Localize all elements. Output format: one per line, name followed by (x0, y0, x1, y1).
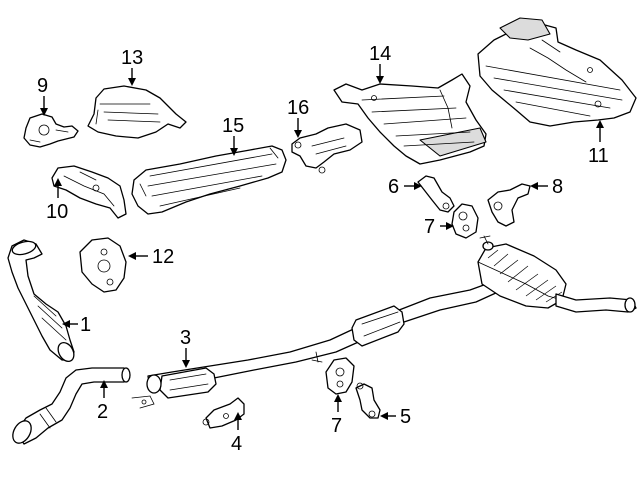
callout-4: 4 (231, 433, 242, 455)
callout-9: 9 (37, 75, 48, 97)
part-1-catalytic-converter[interactable] (7, 239, 77, 364)
callout-2: 2 (97, 401, 108, 423)
part-6-hanger[interactable] (417, 175, 455, 213)
callout-6: 6 (388, 176, 399, 198)
callout-11: 13 (121, 47, 143, 69)
part-5-hanger[interactable] (355, 382, 381, 419)
callout-16: 11 (588, 145, 609, 167)
part-10-bracket[interactable] (51, 165, 127, 219)
part-12-bracket[interactable] (79, 237, 127, 293)
callout-7-lower: 7 (331, 415, 342, 437)
callout-13: 15 (222, 115, 244, 137)
part-13-heat-shield[interactable] (131, 145, 287, 215)
part-14-bracket[interactable] (291, 123, 363, 174)
part-8-hanger[interactable] (487, 183, 531, 227)
part-11-heat-shield[interactable] (87, 85, 187, 139)
callout-8: 8 (552, 176, 563, 198)
callout-15: 14 (369, 43, 391, 65)
part-9-bracket[interactable] (23, 113, 79, 148)
part-2-front-pipe[interactable] (9, 367, 131, 446)
callout-12: 12 (152, 246, 174, 268)
callout-5: 5 (400, 406, 411, 428)
callout-1: 1 (80, 314, 91, 336)
part-15-heat-shield[interactable] (333, 73, 487, 165)
callout-3: 3 (180, 327, 191, 349)
part-7-isolator-lower[interactable] (325, 357, 355, 395)
part-7-isolator-upper[interactable] (451, 203, 479, 239)
part-3-exhaust-assembly[interactable] (131, 281, 499, 409)
rear-muffler[interactable] (477, 235, 637, 313)
part-16-underbody-shield[interactable] (477, 17, 637, 127)
leader-lines (40, 64, 604, 430)
callout-7-upper: 7 (424, 216, 435, 238)
callout-14: 16 (287, 97, 309, 119)
callout-10: 10 (46, 201, 68, 223)
callout-labels: 9 13 10 15 16 14 11 6 7 8 12 1 2 3 4 7 5 (37, 43, 609, 455)
part-4-bracket[interactable] (202, 397, 245, 429)
